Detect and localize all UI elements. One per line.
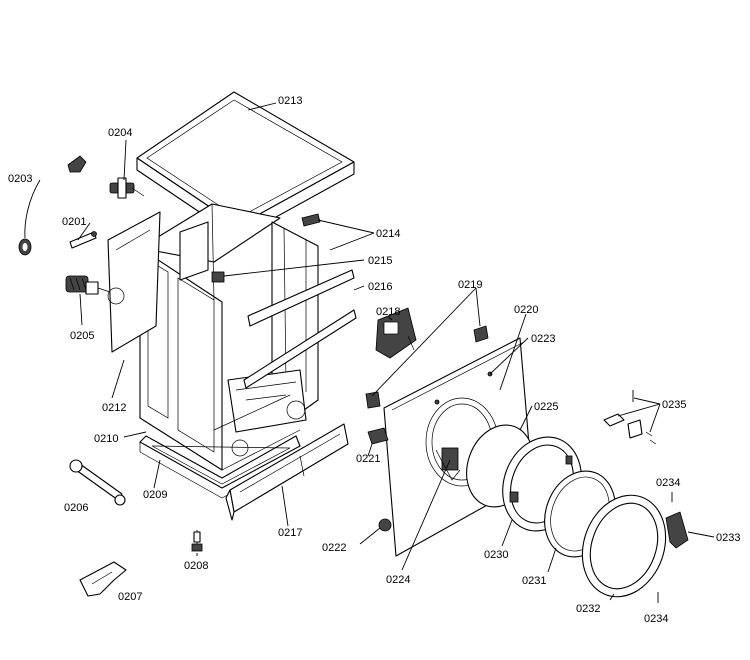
- label-0223: 0223: [531, 333, 555, 345]
- label-0210: 0210: [94, 433, 118, 445]
- label-0216: 0216: [368, 281, 392, 293]
- label-0212: 0212: [102, 402, 126, 414]
- label-0232: 0232: [576, 603, 600, 615]
- label-0224: 0224: [386, 574, 410, 586]
- wrench-part-0206: [69, 459, 126, 506]
- label-0208: 0208: [184, 560, 208, 572]
- label-0231: 0231: [522, 575, 546, 587]
- motor-part-0205: [65, 275, 111, 295]
- label-0218: 0218: [376, 306, 400, 318]
- door-outer-ring-part: [581, 494, 667, 598]
- door-lock-part: [375, 307, 417, 359]
- cabinet-frame-part: [139, 203, 319, 471]
- label-0204: 0204: [108, 127, 132, 139]
- label-0214: 0214: [376, 228, 400, 240]
- label-0219: 0219: [458, 279, 482, 291]
- hinge-part-0203: [18, 155, 87, 256]
- label-0220: 0220: [514, 304, 538, 316]
- label-0221: 0221: [356, 453, 380, 465]
- label-0201: 0201: [62, 216, 86, 228]
- label-0209: 0209: [143, 489, 167, 501]
- front-panel-part: [383, 337, 533, 557]
- label-0230: 0230: [484, 549, 508, 561]
- clip-part-0201: [69, 231, 97, 249]
- label-0222: 0222: [322, 542, 346, 554]
- label-0206: 0206: [64, 502, 88, 514]
- side-bracket-part: [107, 211, 161, 353]
- bracket-part-0207: [79, 561, 127, 597]
- rail-parts: [211, 213, 357, 389]
- part-labels: 0213 0204 0203 0201 0205 0212 0210 0206 …: [8, 95, 740, 625]
- label-0215: 0215: [368, 255, 392, 267]
- foot-part-0208: [191, 530, 203, 552]
- label-0205: 0205: [70, 330, 94, 342]
- label-0233: 0233: [716, 532, 740, 544]
- handle-part: [665, 511, 689, 549]
- label-0225: 0225: [534, 401, 558, 413]
- pin-parts: [603, 390, 673, 603]
- kick-plate-part: [225, 423, 349, 521]
- spring-part-0204: [109, 177, 145, 199]
- small-parts-0219-0221-0222: [365, 325, 489, 532]
- label-0234-top: 0234: [656, 477, 680, 489]
- label-0213: 0213: [278, 95, 302, 107]
- label-0235: 0235: [662, 399, 686, 411]
- label-0217: 0217: [278, 527, 302, 539]
- label-0207: 0207: [118, 591, 142, 603]
- leader-lines: [24, 102, 715, 601]
- label-0234-bottom: 0234: [644, 613, 668, 625]
- label-0203: 0203: [8, 173, 32, 185]
